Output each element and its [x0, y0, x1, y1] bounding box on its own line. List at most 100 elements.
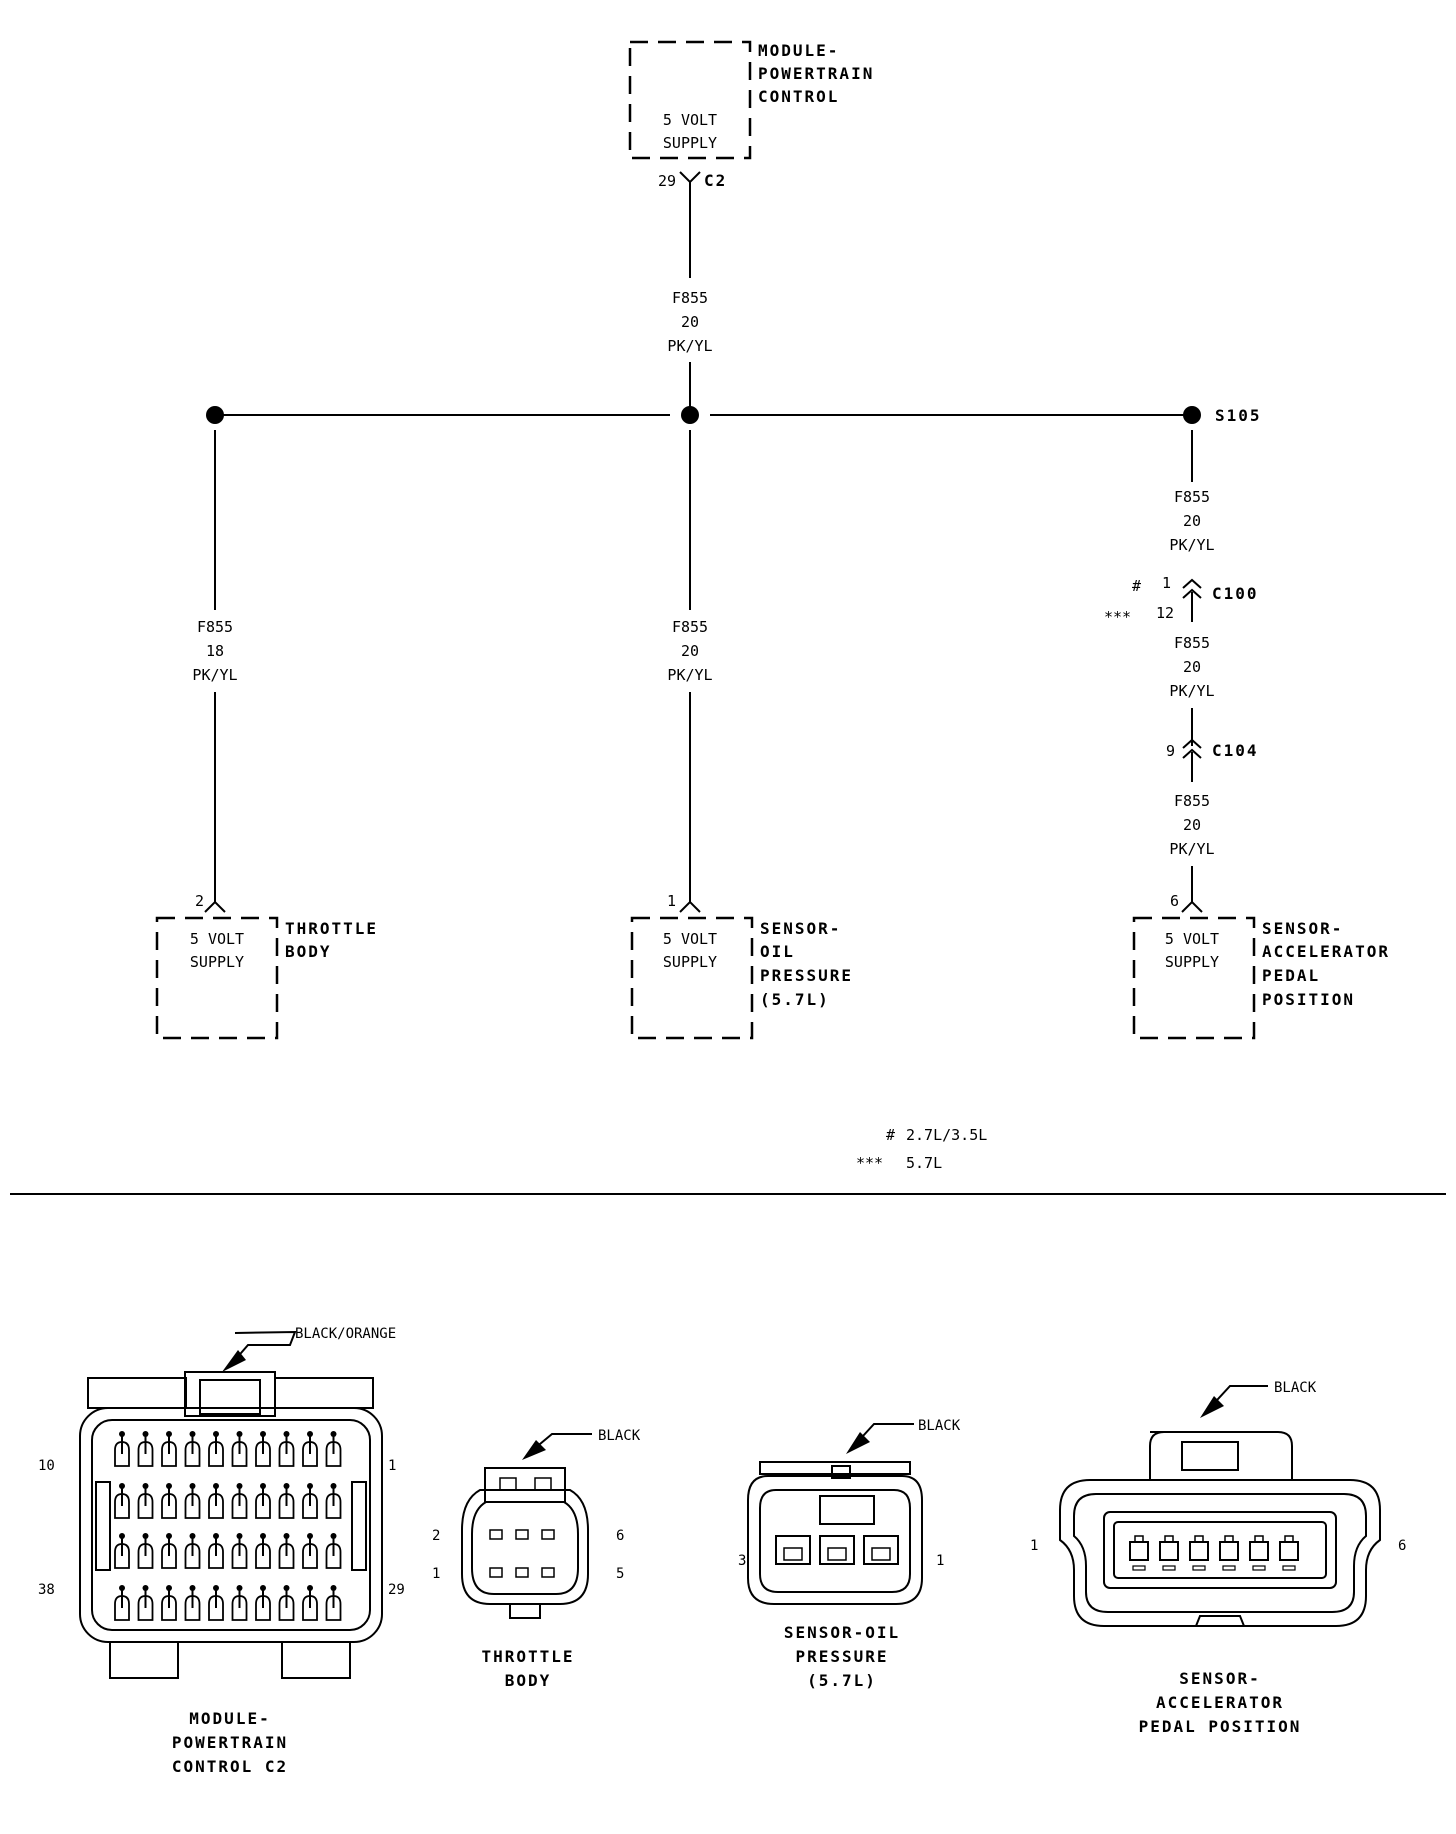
- oil-connector-symbol: [679, 900, 701, 913]
- app-pin-r: 6: [1398, 1538, 1406, 1554]
- pcm-c2-housing-inner: [91, 1419, 371, 1631]
- app-terminal: [1224, 1535, 1234, 1543]
- app-wire-1-circuit: F855: [1174, 488, 1210, 506]
- oil-name-line-3: PRESSURE: [760, 966, 853, 985]
- pcm-name-line-1: MODULE-: [758, 41, 839, 60]
- app-face-inner: [1113, 1521, 1327, 1579]
- pcm-c2-leader-arrow: [222, 1350, 246, 1372]
- splice-dot-left: [206, 406, 224, 424]
- pcm-c2-terminal-tip: [189, 1483, 196, 1489]
- app-latch-inner: [1181, 1441, 1239, 1471]
- pcm-c2-terminal-tip: [166, 1533, 172, 1539]
- oil-terminal: [827, 1547, 847, 1561]
- pcm-c2-terminal-tip: [189, 1431, 196, 1437]
- pcm-c2-terminal-tip: [142, 1483, 149, 1489]
- app-cavity: [1129, 1541, 1149, 1561]
- pcm-connector-id: C2: [704, 171, 727, 190]
- throttle-leader-arrow: [522, 1440, 546, 1460]
- pcm-c2-cavities: [114, 1431, 342, 1621]
- pcm-c2-pin-br: 29: [388, 1582, 405, 1598]
- throttle-cavity: [489, 1529, 503, 1540]
- throttle-cavity: [541, 1567, 555, 1578]
- c100-inline-connector: # 1 *** 12 C100: [1104, 574, 1259, 626]
- c104-inline-connector: 9 C104: [1166, 738, 1259, 760]
- trunk-wire-color: PK/YL: [667, 337, 712, 355]
- app-cavity: [1279, 1541, 1299, 1561]
- throttle-latch-slot-right: [534, 1477, 552, 1491]
- c100-pin-b: 12: [1156, 604, 1174, 622]
- app-wire-1-gauge: 20: [1183, 512, 1201, 530]
- splice-dot-center: [681, 406, 699, 424]
- app-cavity: [1249, 1541, 1269, 1561]
- pcm-c2-title-line-3: CONTROL C2: [172, 1757, 288, 1776]
- engine-legend: # 2.7L/3.5L *** 5.7L: [856, 1126, 987, 1172]
- oil-title-line-1: SENSOR-OIL: [784, 1623, 900, 1642]
- c104-id: C104: [1212, 741, 1259, 760]
- pcm-c2-title-line-2: POWERTRAIN: [172, 1733, 288, 1752]
- throttle-latch-slot-left: [499, 1477, 517, 1491]
- throttle-pin-bl: 1: [432, 1566, 440, 1582]
- pcm-dashed-box: [628, 40, 752, 160]
- throttle-cavity: [515, 1567, 529, 1578]
- pcm-c2-pin-tr: 1: [388, 1458, 396, 1474]
- oil-housing: [747, 1475, 923, 1605]
- pcm-c2-terminal-tip: [119, 1585, 125, 1591]
- app-terminal: [1164, 1535, 1174, 1543]
- app-title-line-3: PEDAL POSITION: [1139, 1717, 1302, 1736]
- c104-symbol-top: [1182, 738, 1202, 749]
- pcm-c2-terminal-tip: [142, 1585, 149, 1591]
- oil-terminal: [783, 1547, 803, 1561]
- oil-terminal: [871, 1547, 891, 1561]
- pcm-pin-number: 29: [658, 172, 676, 190]
- pcm-c2-tab-right: [274, 1377, 374, 1409]
- pcm-c2-terminal-tip: [119, 1431, 125, 1437]
- pcm-c2-terminal-tip: [330, 1533, 337, 1539]
- app-terminal-lock: [1252, 1565, 1266, 1571]
- pcm-c2-terminal-tip: [330, 1585, 337, 1591]
- oil-pin-r: 1: [936, 1553, 944, 1569]
- pcm-c2-pin-tl: 10: [38, 1458, 55, 1474]
- pcm-c2-terminal-tip: [236, 1585, 243, 1591]
- oil-cavity: [819, 1535, 855, 1565]
- trunk-wire-circuit: F855: [672, 289, 708, 307]
- oil-cavity: [775, 1535, 811, 1565]
- pcm-pin-label-line-1: 5 VOLT: [663, 111, 717, 129]
- pcm-c2-terminal-tip: [307, 1533, 313, 1539]
- oil-wire-gauge: 20: [681, 642, 699, 660]
- splice-dot-right: [1183, 406, 1201, 424]
- app-cavity: [1219, 1541, 1239, 1561]
- throttle-wire-circuit: F855: [197, 618, 233, 636]
- oil-title-line-3: (5.7L): [807, 1671, 877, 1690]
- oil-pin-l: 3: [738, 1553, 746, 1569]
- throttle-name-line-1: THROTTLE: [285, 919, 378, 938]
- app-wire-2-circuit: F855: [1174, 634, 1210, 652]
- app-title-line-1: SENSOR-: [1179, 1669, 1260, 1688]
- throttle-connector-view: BLACK 2 6 1 5 THROTTLE BODY: [432, 1428, 641, 1690]
- app-name-line-3: PEDAL: [1262, 966, 1320, 985]
- c100-id: C100: [1212, 584, 1259, 603]
- pcm-c2-terminal-tip: [166, 1431, 172, 1437]
- pcm-c2-foot-left: [109, 1641, 179, 1679]
- oil-name-line-1: SENSOR-: [760, 919, 841, 938]
- oil-leader-arrow: [846, 1432, 870, 1454]
- oil-title-line-2: PRESSURE: [795, 1647, 888, 1666]
- app-color: BLACK: [1274, 1380, 1317, 1396]
- pcm-c2-terminal-tip: [283, 1585, 290, 1591]
- oil-cavity: [863, 1535, 899, 1565]
- app-wire-2-gauge: 20: [1183, 658, 1201, 676]
- pcm-c2-color: BLACK/ORANGE: [295, 1326, 396, 1342]
- c100-mark-a: #: [1132, 577, 1141, 595]
- pcm-c2-terminal-tip: [260, 1483, 266, 1489]
- pcm-c2-terminal-tip: [142, 1533, 149, 1539]
- legend-text-1: 2.7L/3.5L: [906, 1126, 987, 1144]
- app-pin-number: 6: [1170, 892, 1179, 910]
- splice-id: S105: [1215, 406, 1262, 425]
- pcm-c2-terminal-tip: [260, 1431, 266, 1437]
- pcm-c2-terminal-tip: [236, 1483, 243, 1489]
- pcm-c2-terminal-tip: [330, 1431, 337, 1437]
- pcm-c2-terminal-tip: [189, 1585, 196, 1591]
- pcm-c2-housing: [79, 1407, 383, 1643]
- pcm-component: MODULE- POWERTRAIN CONTROL 5 VOLT SUPPLY…: [628, 40, 872, 190]
- oil-name-line-2: OIL: [760, 942, 795, 961]
